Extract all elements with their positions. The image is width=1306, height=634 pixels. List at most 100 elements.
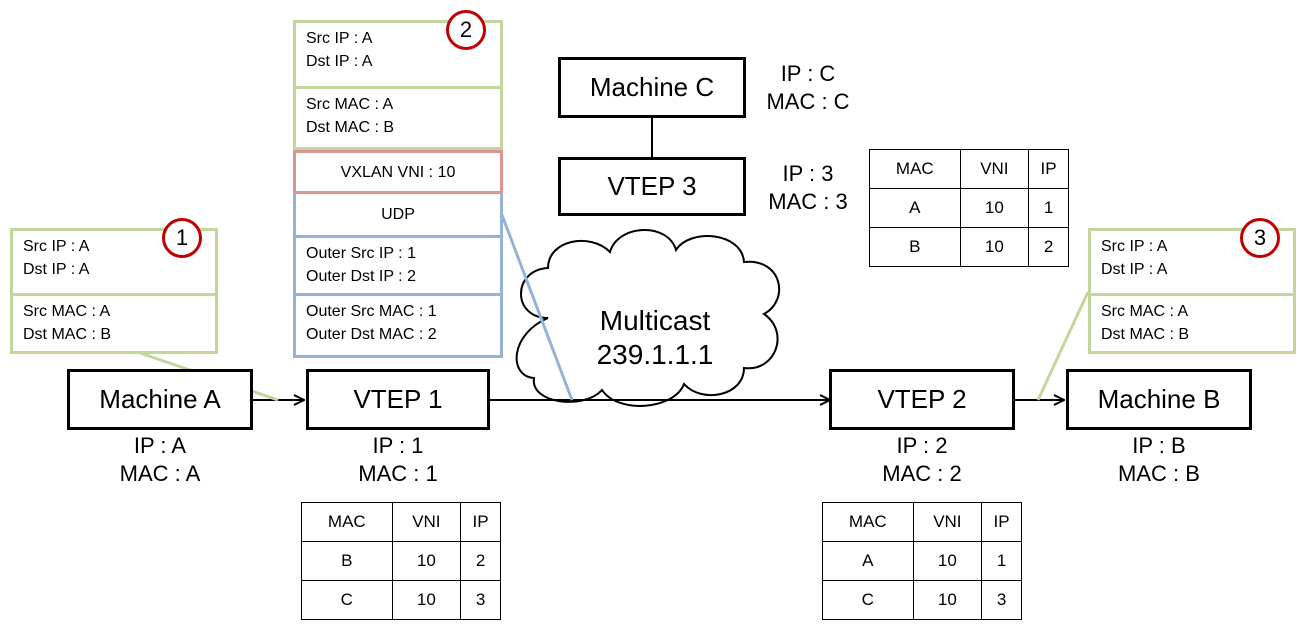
table-header-cell: IP xyxy=(981,502,1022,542)
table-cell: 10 xyxy=(959,227,1030,267)
table-cell: 10 xyxy=(391,580,462,620)
table-cell: B xyxy=(869,227,961,267)
packet-2-ip-header: Src IP : A Dst IP : A xyxy=(296,23,500,86)
packet-2-outer-mac-header: Outer Src MAC : 1 Outer Dst MAC : 2 xyxy=(293,296,503,358)
table-cell: B xyxy=(301,541,393,581)
vtep3-ip: IP : 3 xyxy=(782,161,834,186)
table-cell: 10 xyxy=(959,188,1030,228)
machine-c-box: Machine C xyxy=(558,57,746,118)
machine-c-ip: IP : C xyxy=(780,61,836,86)
packet-3-ip-header: Src IP : A Dst IP : A xyxy=(1091,231,1293,293)
multicast-label: Multicast 239.1.1.1 xyxy=(570,304,740,372)
packet-3-dst-ip: Dst IP : A xyxy=(1101,261,1168,278)
machine-b-box: Machine B xyxy=(1066,369,1252,430)
table-cell: 1 xyxy=(981,541,1022,581)
packet-2-udp-header: UDP xyxy=(293,194,503,238)
table-header-cell: VNI xyxy=(959,149,1030,189)
vtep1-forwarding-table: MAC VNI IP B 10 2 C 10 3 xyxy=(301,502,501,620)
table-header-cell: IP xyxy=(460,502,501,542)
step-1-badge: 1 xyxy=(162,218,202,258)
packet-2-vxlan-vni: VXLAN VNI : 10 xyxy=(340,163,456,181)
vtep3-name: VTEP 3 xyxy=(607,171,697,201)
packet-1-dst-mac: Dst MAC : B xyxy=(23,326,112,343)
machine-a-mac: MAC : A xyxy=(119,461,201,486)
packet-1-dst-ip: Dst IP : A xyxy=(23,261,90,278)
vtep3-mac: MAC : 3 xyxy=(768,189,848,214)
packet-2-src-ip: Src IP : A xyxy=(306,30,373,47)
machine-a-name: Machine A xyxy=(99,384,221,414)
step-1-number: 1 xyxy=(175,225,189,250)
machine-c-address: IP : C MAC : C xyxy=(748,60,868,116)
vtep2-mac: MAC : 2 xyxy=(882,461,962,486)
machine-c-mac: MAC : C xyxy=(766,89,850,114)
table-row: B 10 2 xyxy=(869,227,1069,267)
packet-3-src-mac: Src MAC : A xyxy=(1101,303,1189,320)
packet-3-mac-header: Src MAC : A Dst MAC : B xyxy=(1091,293,1293,350)
table-cell: C xyxy=(822,580,914,620)
table-header-cell: MAC xyxy=(301,502,393,542)
packet-3-dst-mac: Dst MAC : B xyxy=(1101,326,1190,343)
machine-b-address: IP : B MAC : B xyxy=(1099,432,1219,488)
packet-2-udp: UDP xyxy=(381,206,415,223)
callout-2-pointer xyxy=(500,214,574,401)
vtep1-box: VTEP 1 xyxy=(306,369,490,430)
table-header-row: MAC VNI IP xyxy=(301,502,501,542)
vtep2-address: IP : 2 MAC : 2 xyxy=(862,432,982,488)
table-header-cell: MAC xyxy=(869,149,961,189)
table-header-cell: VNI xyxy=(391,502,462,542)
table-cell: A xyxy=(822,541,914,581)
machine-b-ip: IP : B xyxy=(1132,433,1186,458)
table-cell: 1 xyxy=(1028,188,1069,228)
packet-1-src-mac: Src MAC : A xyxy=(23,303,111,320)
packet-2-inner-frame: Src IP : A Dst IP : A Src MAC : A Dst MA… xyxy=(293,20,503,150)
packet-2-outer-src-ip: Outer Src IP : 1 xyxy=(306,245,416,262)
machine-b-name: Machine B xyxy=(1097,384,1221,414)
table-cell: A xyxy=(869,188,961,228)
packet-2-outer-ip-header: Outer Src IP : 1 Outer Dst IP : 2 xyxy=(293,238,503,296)
vtep1-ip: IP : 1 xyxy=(372,433,424,458)
table-cell: 10 xyxy=(912,541,983,581)
vtep1-name: VTEP 1 xyxy=(353,384,443,414)
table-cell: 3 xyxy=(460,580,501,620)
vtep1-address: IP : 1 MAC : 1 xyxy=(338,432,458,488)
vtep2-forwarding-table: MAC VNI IP A 10 1 C 10 3 xyxy=(822,502,1022,620)
packet-2-callout: Src IP : A Dst IP : A Src MAC : A Dst MA… xyxy=(293,20,503,358)
table-header-row: MAC VNI IP xyxy=(822,502,1022,542)
machine-a-address: IP : A MAC : A xyxy=(100,432,220,488)
table-cell: 2 xyxy=(1028,227,1069,267)
step-3-number: 3 xyxy=(1253,225,1267,250)
vtep1-mac: MAC : 1 xyxy=(358,461,438,486)
multicast-name: Multicast xyxy=(599,305,711,336)
vtep3-forwarding-table: MAC VNI IP A 10 1 B 10 2 xyxy=(869,149,1069,267)
table-cell: 3 xyxy=(981,580,1022,620)
packet-2-outer-src-mac: Outer Src MAC : 1 xyxy=(306,303,437,320)
packet-2-vxlan-header: VXLAN VNI : 10 xyxy=(293,150,503,194)
packet-1-src-ip: Src IP : A xyxy=(23,238,90,255)
table-row: A 10 1 xyxy=(869,188,1069,228)
packet-1-ip-header: Src IP : A Dst IP : A xyxy=(13,231,215,293)
vtep2-box: VTEP 2 xyxy=(829,369,1015,430)
table-cell: C xyxy=(301,580,393,620)
machine-c-name: Machine C xyxy=(589,72,715,102)
table-header-cell: VNI xyxy=(912,502,983,542)
callout-3-pointer xyxy=(1036,291,1090,401)
table-row: C 10 3 xyxy=(301,580,501,620)
packet-2-outer-dst-mac: Outer Dst MAC : 2 xyxy=(306,326,437,343)
table-header-cell: IP xyxy=(1028,149,1069,189)
table-row: C 10 3 xyxy=(822,580,1022,620)
packet-1-mac-header: Src MAC : A Dst MAC : B xyxy=(13,293,215,350)
packet-2-dst-ip: Dst IP : A xyxy=(306,53,373,70)
packet-2-outer-dst-ip: Outer Dst IP : 2 xyxy=(306,268,416,285)
vtep2-ip: IP : 2 xyxy=(896,433,948,458)
table-row: B 10 2 xyxy=(301,541,501,581)
packet-3-src-ip: Src IP : A xyxy=(1101,238,1168,255)
vtep3-address: IP : 3 MAC : 3 xyxy=(748,160,868,216)
machine-a-ip: IP : A xyxy=(133,433,187,458)
multicast-cloud xyxy=(515,229,781,407)
multicast-address: 239.1.1.1 xyxy=(596,339,714,370)
machine-b-mac: MAC : B xyxy=(1118,461,1200,486)
vtep3-box: VTEP 3 xyxy=(558,157,746,216)
packet-2-mac-header: Src MAC : A Dst MAC : B xyxy=(296,86,500,147)
step-2-number: 2 xyxy=(459,17,473,42)
